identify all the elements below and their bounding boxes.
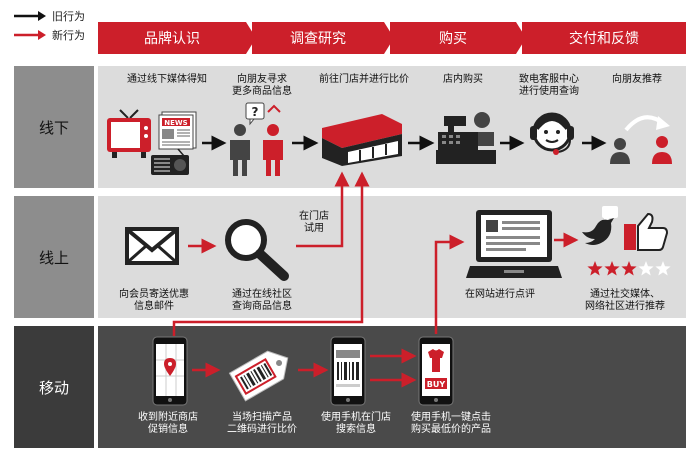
legend-old: 旧行为 bbox=[14, 8, 85, 24]
tv-icon bbox=[107, 109, 151, 158]
offline-step-call-center: 致电客服中心 进行使用查询 bbox=[519, 74, 579, 97]
arrow-mobile-to-store bbox=[172, 171, 370, 336]
offline-step-media: 通过线下媒体得知 bbox=[127, 74, 207, 85]
star-rating-icon bbox=[587, 261, 671, 276]
online-step-social-recommend: 通过社交媒体、 网络社区进行推荐 bbox=[585, 289, 665, 312]
star-mark bbox=[587, 261, 603, 276]
recommend-people-icon bbox=[610, 115, 672, 164]
newspaper-icon: NEWS bbox=[158, 111, 197, 150]
row-label-offline: 线下 bbox=[14, 66, 94, 188]
offline-step-ask-friends: 向朋友寻求 更多商品信息 bbox=[232, 74, 292, 97]
star-mark bbox=[638, 261, 654, 276]
magnifier-icon bbox=[225, 219, 289, 281]
mobile-step-one-click-buy: 使用手机一键点击 购买最低价的产品 bbox=[411, 412, 491, 435]
smartphone-barcode-icon bbox=[330, 336, 366, 406]
legend-new-label: 新行为 bbox=[52, 29, 85, 42]
row-label-mobile: 移动 bbox=[14, 326, 94, 448]
news-text: NEWS bbox=[164, 119, 187, 127]
headset-agent-icon bbox=[530, 112, 574, 155]
legend-old-label: 旧行为 bbox=[52, 10, 85, 23]
panel-online bbox=[98, 196, 686, 318]
star-mark bbox=[655, 261, 671, 276]
row-label-online: 线上 bbox=[14, 196, 94, 318]
legend-new: 新行为 bbox=[14, 27, 85, 43]
question-text: ? bbox=[252, 105, 259, 119]
panel-mobile bbox=[98, 326, 686, 448]
stage-delivery-feedback: 交付和反馈 bbox=[522, 22, 686, 54]
arrow-mobile-to-laptop bbox=[434, 234, 465, 334]
buy-text: BUY bbox=[427, 380, 446, 389]
thumbs-up-icon bbox=[624, 212, 669, 251]
arrow-black-icon bbox=[14, 11, 46, 21]
offline-step-buy-in-store: 店内购买 bbox=[443, 74, 483, 85]
friends-icon: ? bbox=[230, 102, 283, 176]
online-step-try-in-store: 在门店 试用 bbox=[299, 211, 329, 234]
online-step-community-search: 通过在线社区 查询商品信息 bbox=[232, 289, 292, 312]
stage-brand-awareness: 品牌认识 bbox=[98, 22, 246, 54]
arrow-search-to-store bbox=[296, 171, 350, 248]
star-mark bbox=[621, 261, 637, 276]
smartphone-location-icon bbox=[152, 336, 188, 406]
mobile-step-nearby-promo: 收到附近商店 促销信息 bbox=[138, 412, 198, 435]
offline-step-store-compare: 前往门店并进行比价 bbox=[319, 74, 409, 85]
cash-register-icon bbox=[436, 112, 496, 164]
envelope-icon bbox=[125, 227, 179, 265]
star-mark bbox=[604, 261, 620, 276]
arrow-red-icon bbox=[14, 30, 46, 40]
stage-chevrons bbox=[246, 22, 526, 54]
laptop-icon bbox=[466, 210, 562, 278]
mobile-step-search-in-store: 使用手机在门店 搜索信息 bbox=[321, 412, 391, 435]
stage-research: 调查研究 bbox=[252, 22, 384, 54]
barcode-tag-icon bbox=[228, 350, 289, 402]
store-icon bbox=[322, 114, 402, 166]
mobile-step-scan-compare: 当场扫描产品 二维码进行比价 bbox=[227, 412, 297, 435]
offline-step-recommend: 向朋友推荐 bbox=[612, 74, 662, 85]
online-step-website-review: 在网站进行点评 bbox=[465, 289, 535, 300]
online-step-member-email: 向会员寄送优惠 信息邮件 bbox=[119, 289, 189, 312]
radio-icon bbox=[151, 148, 189, 175]
stage-purchase: 购买 bbox=[390, 22, 516, 54]
twitter-bird-icon bbox=[582, 206, 618, 245]
smartphone-buy-icon: BUY bbox=[418, 336, 454, 406]
